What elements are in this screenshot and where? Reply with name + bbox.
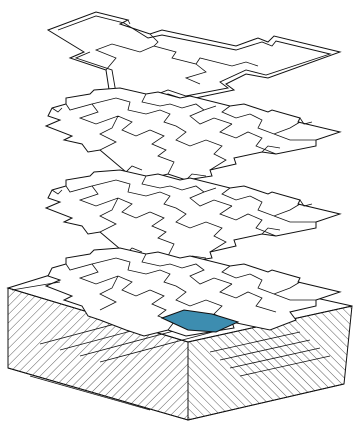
highlighted-room: [160, 309, 240, 333]
ground-floor-partitions: [11, 253, 316, 331]
ground-floor-outline: [44, 247, 342, 337]
level-roof: [46, 11, 342, 105]
middle-floor-outline: [44, 169, 342, 263]
roof-ridge: [94, 33, 259, 85]
upper-floor-balconies: [51, 19, 313, 181]
upper-floor-outline: [44, 87, 342, 181]
upper-floor-partitions: [65, 93, 316, 175]
middle-floor-partitions: [65, 175, 316, 257]
foundation-lines: [29, 311, 331, 411]
level-middle-floor: [44, 169, 342, 263]
roof-outline: [46, 11, 342, 105]
site-base-line: [7, 367, 345, 421]
level-upper-floor: [44, 19, 342, 181]
level-ground-floor: [6, 247, 353, 421]
